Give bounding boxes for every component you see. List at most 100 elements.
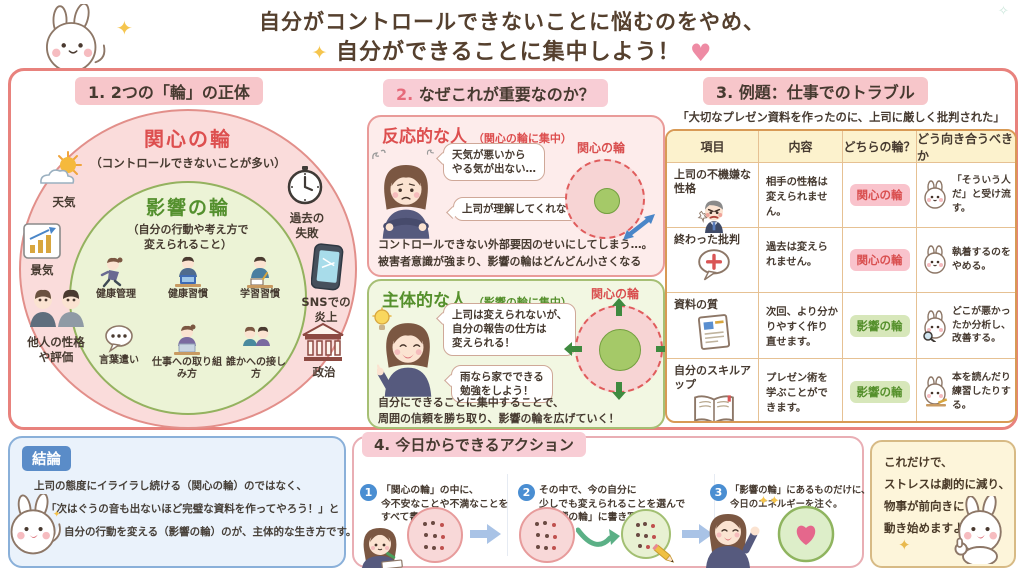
table-cell-content: 次回、より分かりやすく作り直せます。: [759, 293, 843, 359]
girl-cheering-icon: [702, 502, 762, 568]
running-person-icon: [81, 255, 151, 289]
list-item: 健康習慣: [153, 255, 223, 301]
conclusion-line3: 自分の行動を変える（影響の輪）のが、主体的な生き方です。: [64, 526, 357, 538]
reactive-title-text: 反応的な人: [382, 127, 467, 147]
divider: [714, 474, 715, 556]
proactive-person-panel: 主体的な人 （影響の輪に集中）: [367, 279, 674, 429]
talking-people-icon: [224, 323, 288, 357]
outer-item-others-l1: 他人の性格: [27, 335, 85, 349]
table-cell-advice: どこが悪かったか分析し、改善する。: [917, 293, 1015, 359]
outer-item-others-l2: や評価: [38, 349, 74, 364]
transfer-arrow-icon: [576, 526, 620, 554]
section3-header: 3. 例題：仕事でのトラブル: [703, 77, 928, 105]
influence-items-row1: 健康管理 健康習慣: [79, 255, 297, 301]
bar-chart-icon: [23, 223, 61, 259]
clock-icon: [285, 165, 325, 207]
list-item: 仕事への取り組み方: [152, 323, 222, 381]
table-cell-item: 上司の不機嫌な性格: [667, 163, 759, 233]
item-text: 資料の質: [674, 298, 718, 311]
advice-text: どこが悪かったか分析し、改善する。: [952, 305, 1011, 345]
concern-title: 関心の輪: [144, 127, 232, 151]
list-item: 学習習慣: [225, 255, 295, 301]
advice-text: 執着するのをやめる。: [952, 247, 1011, 272]
outer-item-past: 過去の 失敗: [287, 211, 327, 241]
advice-text: 本を読んだり練習したりする。: [952, 372, 1011, 411]
rabbit-mascot-icon: [32, 4, 116, 70]
circle-of-concern: 関心の輪 （コントロールできないことが多い） 影響の輪 （自分の行動や考え方で …: [19, 109, 357, 429]
step-line: 「影響の輪」に書き写す。: [539, 512, 656, 523]
outer-item-sns: SNSでの 炎上: [295, 295, 357, 325]
table-cell-wheel: 影響の輪: [843, 359, 917, 421]
document-icon: [674, 313, 754, 351]
speech-bubble: 雨なら家でできる 勉強をしよう！: [451, 365, 553, 404]
rabbit-icon: [921, 245, 949, 275]
influence-items-row2: 言葉遣い 仕事への取り組み方: [79, 323, 297, 381]
reactive-caption-1: コントロールできない外部要因のせいにしてしまう…。: [378, 238, 653, 251]
frustrated-woman-illustration: [373, 157, 439, 239]
outer-item-sns-l1: SNSでの: [301, 295, 351, 309]
smartphone-icon: [311, 243, 345, 291]
lightbulb-icon: [371, 307, 393, 335]
wheel-badge: 関心の輪: [849, 184, 910, 206]
concern-dots-circle: [406, 506, 464, 564]
heart-icon: ♥: [680, 39, 713, 67]
proactive-caption-1: 自分にできることに集中することで、: [378, 396, 565, 409]
rabbit-writing-icon: [921, 376, 949, 408]
sparkle-icon: ✦: [116, 16, 133, 40]
circle-of-influence: 影響の輪 （自分の行動や考え方で 変えられること） 健康管理: [69, 181, 307, 415]
outer-item-economy: 景気: [30, 263, 54, 277]
outer-item-sns-l2: 炎上: [314, 309, 338, 324]
scribble-icon: [371, 147, 387, 163]
section2-header: 2. なぜこれが重要なのか？: [383, 79, 608, 107]
table-cell-advice: 「そういう人だ」と受け流す。: [917, 163, 1015, 228]
concern-dots-circle: [518, 506, 576, 564]
outer-item-past-l1: 過去の: [289, 211, 325, 225]
step-number-badge: 2: [518, 484, 535, 501]
outer-item-weather: 天気: [52, 195, 76, 209]
action-panel: 4. 今日からできるアクション 1 「関心の輪」の中に、 今不安なことや不満なこ…: [352, 432, 870, 568]
step3-text: 「影響の輪」にあるものだけに、 今日のエネルギーを注ぐ。: [730, 484, 870, 511]
rabbit-icon: [921, 180, 949, 210]
angry-boss-icon: [674, 197, 754, 233]
rabbit-cheering-icon: ✦: [4, 494, 64, 564]
table-cell-item: 資料の質: [667, 293, 759, 359]
sun-cloud-icon: [37, 151, 83, 193]
table-cell-content: 相手の性格は変えられません。: [759, 163, 843, 228]
expand-arrow-down-icon: [612, 382, 626, 400]
bubble-text: 天気が悪いから: [452, 149, 526, 161]
conclusion-line1: 上司の態度にイライラし続ける（関心の輪）のではなく、: [34, 480, 307, 492]
bubble-text: 上司が理解してくれない…: [462, 203, 588, 215]
divider: [507, 474, 508, 556]
bubble-text: 上司は変えられないが、: [452, 309, 568, 321]
advice-text: 「そういう人だ」と受け流す。: [952, 175, 1011, 214]
section2-header-num: 2.: [396, 85, 414, 104]
rabbit-thumbsup-icon: [948, 496, 1012, 564]
section3-subtitle: 「大切なプレゼン資料を作ったのに、上司に厳しく批判された」: [677, 111, 1005, 124]
step-line: 今日のエネルギーを注ぐ。: [730, 498, 843, 510]
table-cell-content: 過去は変えられません。: [759, 228, 843, 293]
table-cell-item: 自分のスキルアップ: [667, 359, 759, 421]
item-text: 終わった批判: [674, 233, 740, 246]
item-label: 誰かへの接し方: [226, 357, 286, 380]
expand-arrow-left-icon: [564, 342, 582, 356]
step-number-badge: 3: [710, 484, 727, 501]
step-line: 少しでも変えられることを選んで: [539, 498, 686, 510]
outer-item-politics: 政治: [312, 365, 336, 379]
laptop-person-icon: [153, 255, 223, 289]
wheel-badge: 関心の輪: [849, 249, 910, 271]
influence-subtitle-1: （自分の行動や考え方で: [127, 223, 249, 236]
diagram-label: 関心の輪: [591, 287, 640, 301]
list-item: 言葉遣い: [88, 323, 150, 381]
influence-title: 影響の輪: [145, 197, 230, 219]
step-line: 「影響の輪」にあるものだけに、: [730, 485, 871, 496]
item-label: 学習習慣: [240, 289, 280, 300]
step-line: 今不安なことや不満なことを: [381, 498, 509, 510]
table-cell-wheel: 影響の輪: [843, 293, 917, 359]
table-cell-advice: 本を読んだり練習したりする。: [917, 359, 1015, 421]
reactive-person-panel: 反応的な人 （関心の輪に集中）: [367, 115, 665, 277]
closing-line3: 物事が前向きに: [884, 499, 965, 513]
conclusion-line2: 「次はぐうの音も出ないほど完璧な資料を作ってやろう！」と: [46, 503, 340, 515]
outer-item-past-l2: 失敗: [295, 225, 319, 240]
bubble-text: 勉強をしよう！: [460, 385, 534, 398]
